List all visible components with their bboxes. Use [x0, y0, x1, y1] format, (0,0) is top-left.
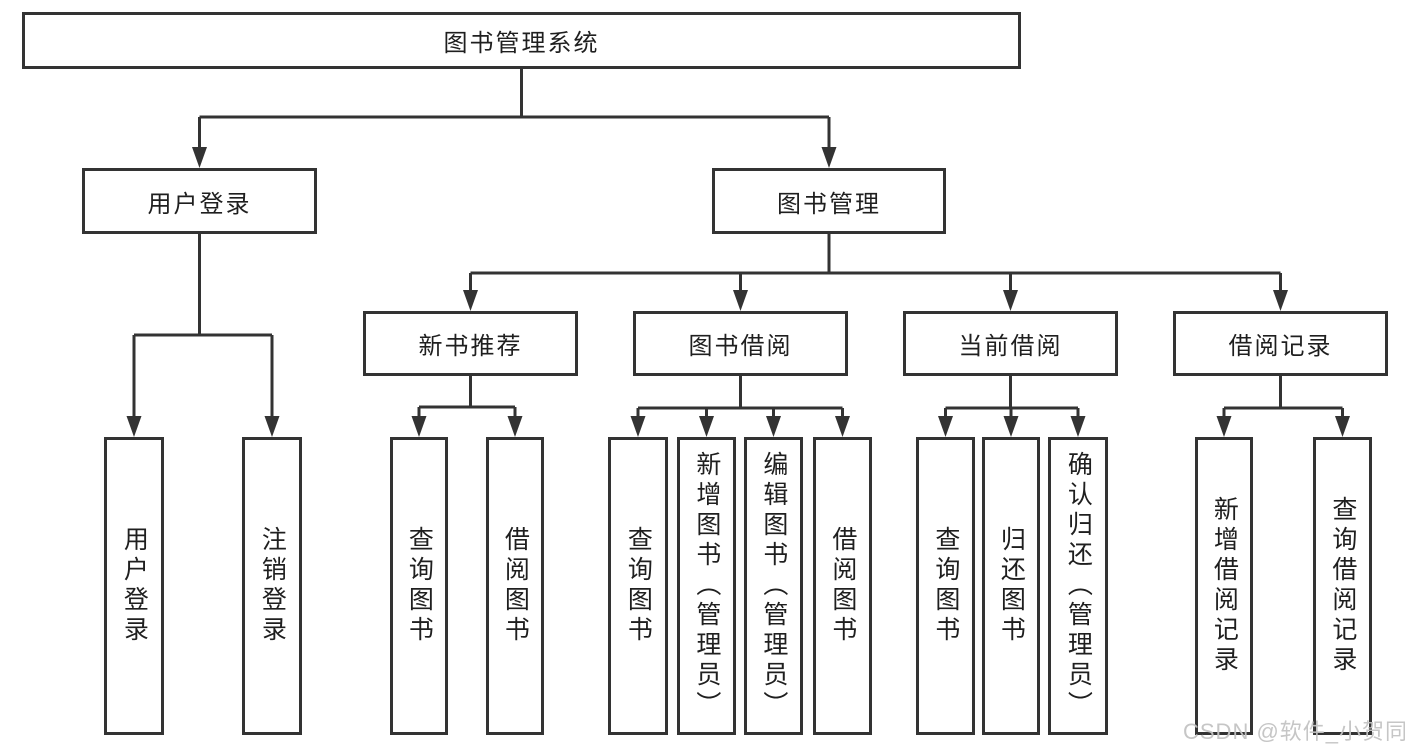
- node-leaf-add-borrow-record: 新增借阅记录: [1195, 437, 1253, 735]
- arrowhead-icon: [1003, 290, 1018, 311]
- node-leaf-query-borrow-record: 查询借阅记录: [1313, 437, 1372, 735]
- node-book-management: 图书管理: [712, 168, 946, 234]
- node-leaf-add-borrow-record-label: 新增借阅记录: [1210, 496, 1239, 676]
- arrowhead-icon: [264, 416, 280, 437]
- node-leaf-logout-label: 注销登录: [258, 526, 287, 646]
- node-current-borrowing-label: 当前借阅: [958, 333, 1063, 360]
- node-root: 图书管理系统: [22, 12, 1021, 69]
- node-leaf-query-books-2: 查询图书: [608, 437, 668, 735]
- node-leaf-borrow-books-1: 借阅图书: [486, 437, 544, 735]
- node-leaf-confirm-return-admin-label: 确认归还（管理员）: [1064, 451, 1093, 721]
- arrowhead-icon: [821, 147, 837, 168]
- wire-borrowing-records-to-leaves: [1222, 376, 1344, 427]
- node-borrowing-records-label: 借阅记录: [1228, 333, 1333, 360]
- node-book-borrowing-label: 图书借阅: [688, 333, 793, 360]
- node-leaf-confirm-return-admin: 确认归还（管理员）: [1048, 437, 1108, 735]
- arrowhead-icon: [1273, 290, 1288, 311]
- arrowhead-icon: [463, 290, 478, 311]
- node-leaf-borrow-books-2-label: 借阅图书: [828, 526, 857, 646]
- arrowhead-icon: [192, 147, 207, 168]
- arrowhead-icon: [507, 416, 523, 437]
- wire-book-management-to-level3: [469, 233, 1282, 301]
- wire-root-to-level2: [198, 68, 831, 158]
- node-user-login-label: 用户登录: [147, 190, 252, 218]
- node-leaf-edit-books-admin-label: 编辑图书（管理员）: [759, 451, 788, 721]
- node-leaf-user-login: 用户登录: [104, 437, 164, 735]
- arrowheads: [126, 147, 1350, 437]
- wire-book-borrowing-to-leaves: [636, 376, 844, 427]
- node-leaf-query-books-1-label: 查询图书: [405, 526, 434, 646]
- node-borrowing-records: 借阅记录: [1173, 311, 1388, 376]
- node-leaf-query-borrow-record-label: 查询借阅记录: [1328, 496, 1357, 676]
- node-leaf-borrow-books-1-label: 借阅图书: [501, 526, 530, 646]
- node-leaf-query-books-2-label: 查询图书: [624, 526, 653, 646]
- arrowhead-icon: [1003, 416, 1019, 437]
- node-leaf-edit-books-admin: 编辑图书（管理员）: [744, 437, 803, 735]
- arrowhead-icon: [699, 416, 714, 437]
- node-book-borrowing: 图书借阅: [633, 311, 848, 376]
- node-new-book-recommend-label: 新书推荐: [418, 333, 523, 360]
- wire-user-login-to-leaves: [132, 233, 274, 427]
- node-book-management-label: 图书管理: [777, 190, 881, 218]
- node-root-label: 图书管理系统: [443, 30, 600, 57]
- arrowhead-icon: [411, 416, 427, 437]
- node-leaf-query-books-3-label: 查询图书: [931, 526, 960, 646]
- node-leaf-query-books-3: 查询图书: [916, 437, 975, 735]
- arrowhead-icon: [733, 290, 748, 311]
- node-new-book-recommend: 新书推荐: [363, 311, 578, 376]
- arrowhead-icon: [938, 416, 953, 437]
- node-leaf-return-books: 归还图书: [982, 437, 1040, 735]
- arrowhead-icon: [126, 416, 142, 437]
- node-leaf-borrow-books-2: 借阅图书: [813, 437, 872, 735]
- node-leaf-logout: 注销登录: [242, 437, 302, 735]
- arrowhead-icon: [1216, 416, 1232, 437]
- node-user-login: 用户登录: [82, 168, 317, 234]
- csdn-watermark: CSDN @软件_小贺同学: [1183, 719, 1405, 744]
- wire-new-book-recommend-to-leaves: [417, 376, 517, 427]
- node-current-borrowing: 当前借阅: [903, 311, 1118, 376]
- arrowhead-icon: [1070, 416, 1086, 437]
- arrowhead-icon: [835, 416, 850, 437]
- node-leaf-return-books-label: 归还图书: [997, 526, 1026, 646]
- node-leaf-query-books-1: 查询图书: [390, 437, 448, 735]
- arrowhead-icon: [1335, 416, 1350, 437]
- arrowhead-icon: [630, 416, 646, 437]
- node-leaf-add-books-admin: 新增图书（管理员）: [677, 437, 736, 735]
- arrowhead-icon: [766, 416, 781, 437]
- node-leaf-add-books-admin-label: 新增图书（管理员）: [692, 451, 721, 721]
- node-leaf-user-login-label: 用户登录: [120, 526, 149, 646]
